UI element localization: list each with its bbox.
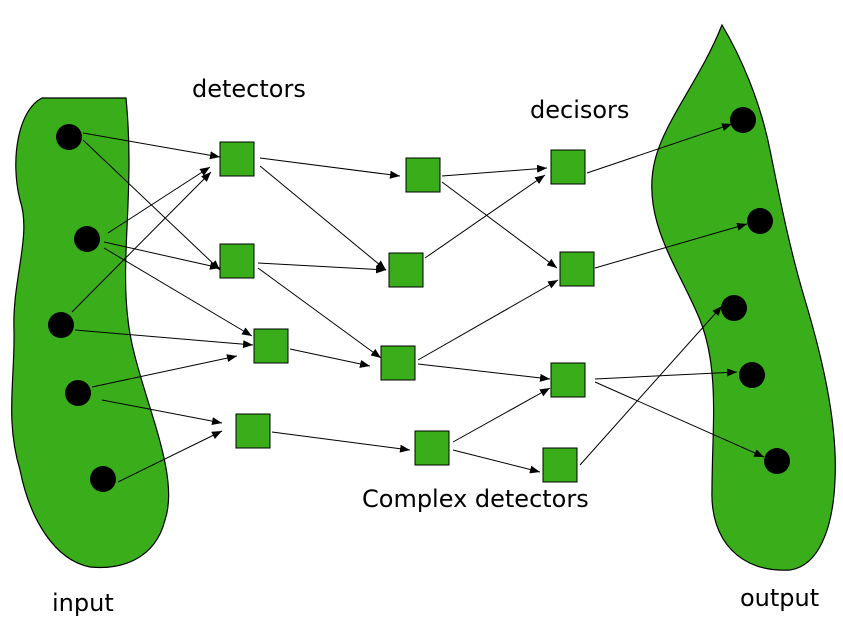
label-detectors: detectors xyxy=(192,75,306,103)
output-node xyxy=(730,107,756,133)
input-node xyxy=(90,466,116,492)
edges xyxy=(71,123,765,483)
input-nodes xyxy=(48,124,116,492)
detector-nodes xyxy=(219,141,289,449)
label-input: input xyxy=(52,589,114,617)
label-complex-detectors: Complex detectors xyxy=(362,485,589,513)
edge xyxy=(594,222,748,269)
edge xyxy=(259,165,387,271)
detector-node xyxy=(253,328,289,364)
complex-detector-node xyxy=(405,157,441,193)
decisor-node xyxy=(559,251,595,287)
decisor-node xyxy=(550,362,586,398)
edge xyxy=(257,262,387,274)
edge xyxy=(452,387,551,443)
edge xyxy=(441,164,548,177)
edge xyxy=(71,171,212,313)
label-output: output xyxy=(740,584,819,612)
edge xyxy=(74,329,254,349)
edge xyxy=(101,399,223,426)
output-node xyxy=(739,362,765,388)
input-node xyxy=(65,380,91,406)
output-node xyxy=(764,448,790,474)
edge xyxy=(417,279,559,361)
edge xyxy=(107,166,211,234)
edge xyxy=(594,368,738,380)
edge xyxy=(289,348,371,368)
complex-detector-node xyxy=(414,430,450,466)
edge xyxy=(117,430,223,483)
edge xyxy=(82,132,221,160)
edge xyxy=(103,247,253,337)
complex-detector-nodes xyxy=(380,157,450,466)
edge xyxy=(259,157,401,179)
edge xyxy=(103,241,221,270)
detector-node xyxy=(219,141,255,177)
output-nodes xyxy=(721,107,790,474)
decisor-nodes xyxy=(542,149,595,483)
complex-detector-node xyxy=(388,252,424,288)
edge xyxy=(257,267,382,359)
complex-detector-node xyxy=(380,345,416,381)
label-decisors: decisors xyxy=(530,96,629,124)
edge xyxy=(271,431,411,453)
edge xyxy=(91,354,238,388)
decisor-node xyxy=(542,447,578,483)
detector-node xyxy=(235,413,271,449)
output-node xyxy=(747,208,773,234)
input-region xyxy=(11,97,170,569)
input-node xyxy=(74,226,100,252)
output-node xyxy=(721,295,747,321)
input-node xyxy=(56,124,82,150)
edge xyxy=(441,181,558,269)
edge xyxy=(452,449,541,474)
decisor-node xyxy=(550,149,586,185)
edge xyxy=(586,123,733,174)
input-node xyxy=(48,312,74,338)
edge xyxy=(579,305,723,466)
output-region xyxy=(651,23,836,571)
edge xyxy=(424,174,546,259)
edge xyxy=(417,363,551,382)
edge xyxy=(594,381,765,458)
detector-node xyxy=(219,243,255,279)
